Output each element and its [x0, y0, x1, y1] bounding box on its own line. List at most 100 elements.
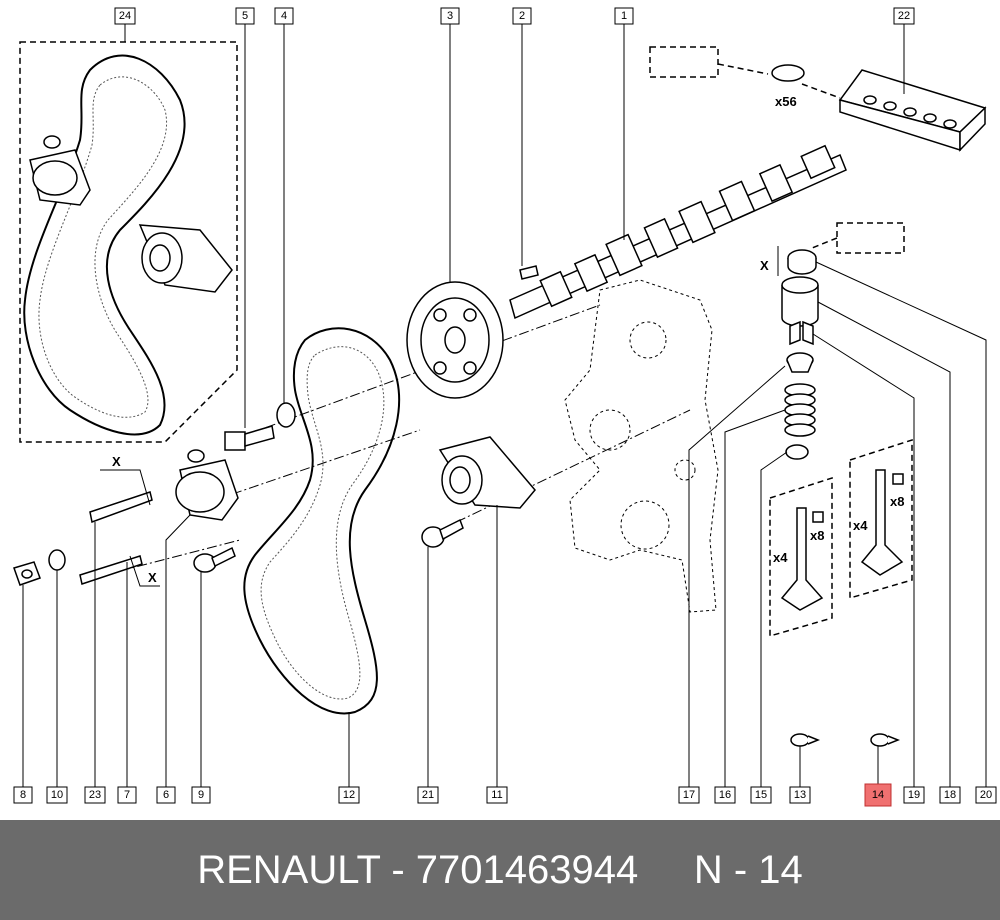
- valve-stem-seal-right: [870, 733, 901, 747]
- engine-bore-lower: [620, 500, 670, 550]
- callout-18: 18: [939, 786, 961, 804]
- part-number-footer: RENAULT - 7701463944 N - 14: [0, 820, 1000, 920]
- camshaft: [509, 144, 847, 320]
- svg-text:12: 12: [343, 789, 355, 801]
- svg-text:23: 23: [89, 789, 101, 801]
- marker-x-lower-line: [129, 555, 160, 587]
- svg-text:11: 11: [491, 789, 502, 801]
- callout-3: 3: [440, 7, 460, 25]
- callout-15: 15: [750, 786, 772, 804]
- callout-11: 11: [486, 786, 508, 804]
- callout-19: 19: [903, 786, 925, 804]
- valve-right: [860, 469, 904, 576]
- marker-x-tappet: X: [760, 258, 769, 273]
- callout-6: 6: [156, 786, 176, 804]
- svg-text:16: 16: [719, 789, 731, 801]
- svg-text:15: 15: [755, 789, 767, 801]
- shim-tray: [838, 69, 987, 152]
- timing-belt-kit: [23, 54, 186, 436]
- svg-text:10: 10: [51, 789, 63, 801]
- brand-name: RENAULT: [197, 848, 381, 892]
- callout-7: 7: [117, 786, 137, 804]
- callout-10: 10: [46, 786, 68, 804]
- valve-kit-outline-left: [769, 476, 833, 637]
- collet-left: [812, 511, 824, 523]
- svg-text:3: 3: [447, 10, 453, 22]
- shim-link-dash: [717, 63, 769, 75]
- svg-text:18: 18: [944, 789, 956, 801]
- part-number: 7701463944: [415, 848, 639, 892]
- svg-text:17: 17: [683, 789, 695, 801]
- qty-collets-right: x8: [890, 494, 904, 509]
- callout-22: 22: [893, 7, 915, 25]
- callout-8: 8: [13, 786, 33, 804]
- svg-text:13: 13: [794, 789, 806, 801]
- svg-text:4: 4: [281, 10, 287, 22]
- callout-9: 9: [191, 786, 211, 804]
- valve-left: [780, 507, 824, 611]
- svg-text:5: 5: [242, 10, 248, 22]
- item-number: N - 14: [693, 848, 803, 892]
- tensioner-stud-lower: [79, 555, 143, 585]
- callout-24: 24: [114, 7, 136, 25]
- kit-idler-pulley: [138, 224, 233, 293]
- valve-kit-outline-right: [849, 438, 913, 599]
- pulley-washer: [276, 402, 296, 428]
- svg-text:22: 22: [898, 10, 910, 22]
- marker-x-lower: X: [148, 570, 157, 585]
- kit-tensioner-pulley: [29, 135, 91, 206]
- callout-21: 21: [417, 786, 439, 804]
- footer-caption: RENAULT - 7701463944 N - 14: [0, 848, 1000, 893]
- callout-4: 4: [274, 7, 294, 25]
- valve-collets: [789, 320, 814, 346]
- svg-text:24: 24: [119, 10, 131, 22]
- callout-12: 12: [338, 786, 360, 804]
- svg-text:1: 1: [621, 10, 627, 22]
- camshaft-axis: [231, 304, 601, 441]
- engine-bore-upper: [629, 321, 667, 359]
- tensioner-nut: [13, 561, 41, 586]
- timing-belt: [243, 327, 401, 715]
- shim: [771, 64, 805, 82]
- engine-bore-middle: [589, 409, 631, 451]
- woodruff-key: [519, 265, 539, 280]
- exploded-parts-diagram: x56: [13, 7, 997, 807]
- leader-lines: [22, 24, 987, 787]
- callout-13: 13: [789, 786, 811, 804]
- timing-belt-kit-inner: [38, 76, 167, 418]
- tappet-link-dash: [811, 237, 838, 249]
- svg-text:21: 21: [422, 789, 434, 801]
- callout-20: 20: [975, 786, 997, 804]
- marker-x-upper-line: [100, 469, 151, 506]
- camshaft-pulley: [406, 281, 504, 399]
- tensioner-washer: [48, 549, 66, 571]
- idler-bolt: [421, 518, 464, 548]
- svg-text:19: 19: [908, 789, 920, 801]
- callout-2: 2: [512, 7, 532, 25]
- tensioner-axis: [214, 429, 421, 501]
- svg-text:9: 9: [198, 789, 204, 801]
- footer-separator: -: [380, 848, 416, 892]
- tensioner-stud-upper: [89, 491, 153, 524]
- callout-5: 5: [235, 7, 255, 25]
- engine-bore-small: [674, 459, 696, 481]
- shim-outline-box: [649, 46, 719, 78]
- spring-retainer: [786, 352, 814, 373]
- collet-right: [892, 473, 904, 485]
- svg-text:2: 2: [519, 10, 525, 22]
- svg-text:8: 8: [20, 789, 26, 801]
- valve-spring: [784, 383, 816, 437]
- engine-block-outline: [564, 279, 719, 613]
- svg-text:7: 7: [124, 789, 130, 801]
- idler-pulley: [438, 436, 536, 509]
- shim-to-tray-dash: [801, 83, 841, 99]
- qty-collets-left: x8: [810, 528, 824, 543]
- qty-valves-right: x4: [853, 518, 868, 533]
- svg-text:14: 14: [872, 789, 884, 801]
- tappet: [781, 276, 819, 327]
- qty-shims: x56: [775, 94, 797, 109]
- tensioner-bolt: [193, 546, 236, 573]
- callout-17: 17: [678, 786, 700, 804]
- callout-14[interactable]: 14: [864, 783, 892, 807]
- timing-belt-inner: [260, 346, 385, 700]
